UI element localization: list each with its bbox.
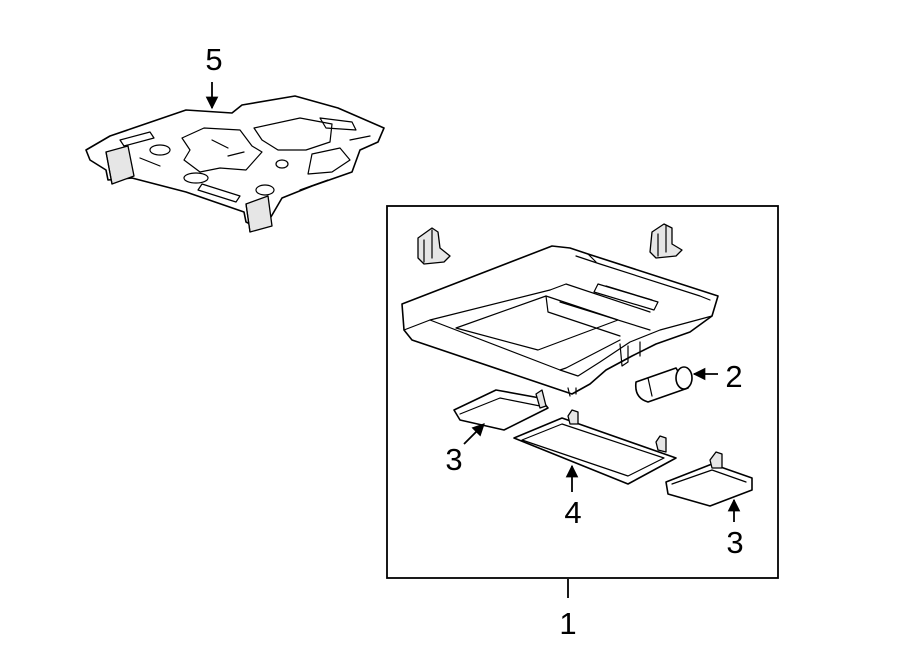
- clip-left: [417, 227, 451, 265]
- callout-2: 2: [692, 359, 743, 394]
- callout-3-left-label: 3: [445, 442, 462, 477]
- callout-4-label: 4: [564, 495, 581, 530]
- lens-right-part: [665, 451, 753, 507]
- callout-2-label: 2: [725, 359, 742, 394]
- callout-3-right: 3: [726, 498, 744, 560]
- bulb-part: [634, 366, 693, 403]
- clip-right: [649, 223, 683, 259]
- lens-center-part: [513, 409, 677, 485]
- callout-1: 1: [559, 579, 577, 641]
- callout-3-right-label: 3: [726, 525, 743, 560]
- lens-left-part: [453, 389, 549, 431]
- overhead-console-housing: [401, 245, 719, 397]
- assembly-frame: [386, 205, 779, 579]
- mounting-bracket-part: [85, 95, 385, 233]
- callout-3-left: 3: [445, 423, 485, 477]
- callout-1-label: 1: [559, 606, 576, 641]
- callout-5: 5: [205, 42, 223, 110]
- callout-4: 4: [564, 464, 582, 530]
- callout-5-label: 5: [205, 42, 222, 77]
